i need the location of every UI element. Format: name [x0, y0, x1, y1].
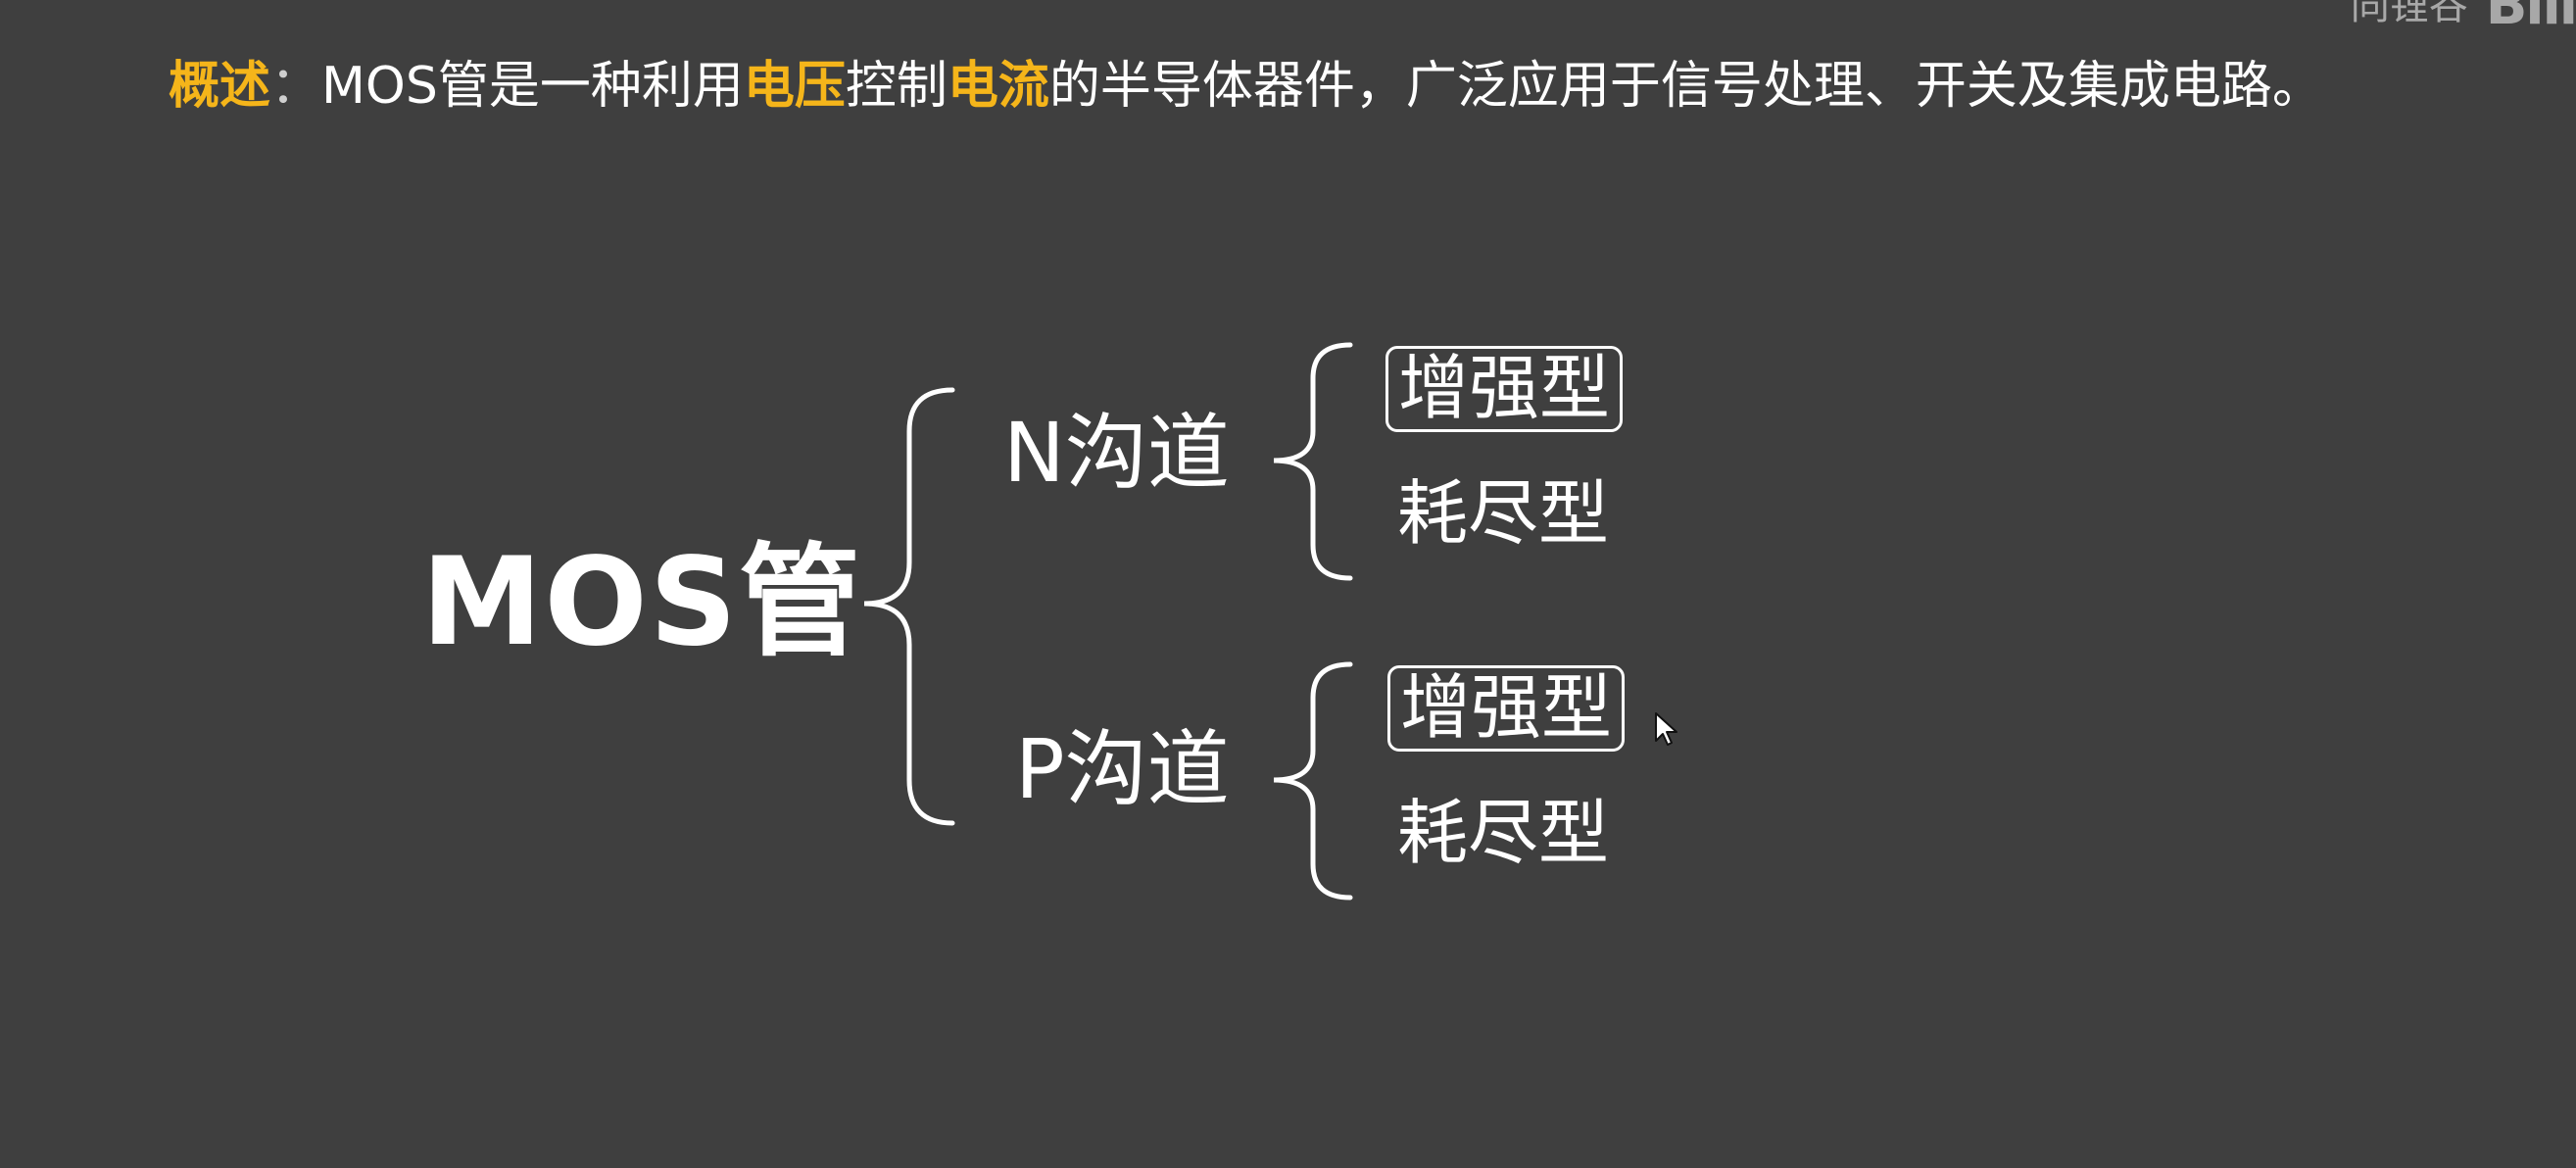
- root-node-mos: MOS管: [421, 532, 863, 673]
- summary-highlight-current: 电流: [947, 57, 1049, 116]
- bilibili-logo: Bili: [2485, 0, 2576, 37]
- summary-separator: ：: [270, 57, 322, 116]
- summary-text-2: 控制: [845, 57, 948, 116]
- summary-text-3: 的半导体器件，广泛应用于信号处理、开关及集成电路。: [1048, 57, 2323, 116]
- watermark: 同锂谷 Bili: [2350, 0, 2576, 37]
- channel-node-p: P沟道: [1015, 721, 1230, 817]
- leaf-p-depletion: 耗尽型: [1397, 792, 1610, 874]
- root-brace: [863, 387, 955, 826]
- watermark-text: 同锂谷: [2350, 0, 2468, 28]
- summary-label: 概述: [169, 57, 271, 116]
- mouse-pointer-icon: [1655, 712, 1677, 746]
- leaf-n-enhancement: 增强型: [1385, 346, 1624, 432]
- channel-node-n: N沟道: [1003, 405, 1230, 501]
- summary-text-1: MOS管是一种利用: [321, 57, 744, 116]
- summary-line: 概述：MOS管是一种利用电压控制电流的半导体器件，广泛应用于信号处理、开关及集成…: [169, 51, 2323, 122]
- leaf-n-depletion: 耗尽型: [1397, 472, 1610, 555]
- p-channel-brace: [1273, 661, 1353, 900]
- leaf-p-enhancement: 增强型: [1387, 665, 1626, 752]
- n-channel-brace: [1273, 342, 1353, 581]
- summary-highlight-voltage: 电压: [743, 57, 846, 116]
